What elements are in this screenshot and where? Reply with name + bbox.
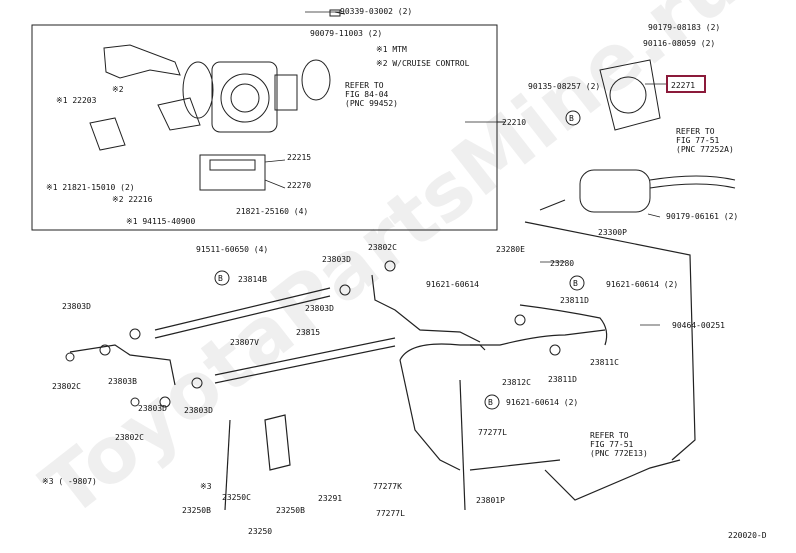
part-label[interactable]: 91511-60650 (4) [196,245,268,254]
highlight-box [666,75,706,93]
part-label[interactable]: 77277L [478,428,507,437]
part-label[interactable]: 91621-60614 [426,280,479,289]
b-mark-3: B [573,279,578,288]
part-label[interactable]: 91621-60614 (2) [606,280,678,289]
part-label[interactable]: 90116-08059 (2) [643,39,715,48]
fasteners [65,260,561,408]
part-label[interactable]: 23250B [276,506,305,515]
part-label[interactable]: 23802C [115,433,144,442]
part-label[interactable]: 90464-00251 [672,321,725,330]
part-label[interactable]: 23814B [238,275,267,284]
ref-2-line2: FIG 77-51 [676,136,720,145]
ref-3-line3: (PNC 772E13) [590,449,648,458]
part-labels: 90339-03002 (2) 90079-11003 (2) 22210 22215… [46,7,738,536]
part-label[interactable]: 23802C [368,243,397,252]
part-label[interactable]: 23803D [305,304,334,313]
legend-2: ※2 W/CRUISE CONTROL [376,59,470,68]
part-label[interactable]: 77277K [373,482,402,491]
ref-2-line3: (PNC 77252A) [676,145,734,154]
throttle-body-drawing [89,9,346,191]
ref-3-line2: FIG 77-51 [590,440,634,449]
part-label[interactable]: 23811D [548,375,577,384]
leader-lines [264,11,668,326]
part-label[interactable]: 23811D [560,296,589,305]
part-label[interactable]: ※3 [200,482,212,491]
part-label[interactable]: 23803D [138,404,167,413]
part-label[interactable]: 22271 [671,81,695,90]
ref-2-line1: REFER TO [676,127,715,136]
canister-drawing [539,59,736,213]
part-label[interactable]: ※1 22203 [56,96,97,105]
ref-1-line2: FIG 84-04 [345,90,389,99]
part-label[interactable]: ※1 94115-40900 [126,217,196,226]
part-label[interactable]: 23803B [108,377,137,386]
part-label[interactable]: 90339-03002 (2) [340,7,412,16]
part-label[interactable]: 23280 [550,259,574,268]
part-label[interactable]: 90179-08183 (2) [648,23,720,32]
part-label[interactable]: 23815 [296,328,320,337]
part-label[interactable]: 21821-25160 (4) [236,207,308,216]
part-label[interactable]: 90079-11003 (2) [310,29,382,38]
ref-code: 220020-D [728,531,767,540]
part-label[interactable]: 23811C [590,358,619,367]
part-label[interactable]: 90135-08257 (2) [528,82,600,91]
part-label[interactable]: 23250B [182,506,211,515]
part-label[interactable]: 23812C [502,378,531,387]
part-label[interactable]: 23291 [318,494,342,503]
part-label[interactable]: 77277L [376,509,405,518]
b-mark-1: B [569,114,574,123]
legend-3: ※3 ( -9807) [42,477,97,486]
part-label[interactable]: 23250 [248,527,272,536]
part-label[interactable]: 23801P [476,496,505,505]
ref-3-line1: REFER TO [590,431,629,440]
ref-1-line3: (PNC 99452) [345,99,398,108]
part-label[interactable]: 22210 [502,118,526,127]
part-label[interactable]: ※2 22216 [112,195,153,204]
part-label[interactable]: 23250C [222,493,251,502]
part-label[interactable]: 23803D [62,302,91,311]
legend-1: ※1 MTM [376,45,407,54]
part-label[interactable]: 91621-60614 (2) [506,398,578,407]
part-label[interactable]: 23802C [52,382,81,391]
fuel-rail-drawing [69,221,696,511]
part-label[interactable]: 22215 [287,153,311,162]
part-label[interactable]: 23300P [598,228,627,237]
part-label[interactable]: 23803D [322,255,351,264]
part-label[interactable]: 23807V [230,338,259,347]
assembly-box [31,24,498,231]
part-label[interactable]: ※1 21821-15010 (2) [46,183,135,192]
b-mark-2: B [218,274,223,283]
part-label[interactable]: 23280E [496,245,525,254]
b-mark-4: B [488,398,493,407]
b-callouts [214,110,585,410]
part-label[interactable]: 90179-06161 (2) [666,212,738,221]
part-label[interactable]: ※2 [112,85,124,94]
ref-1-line1: REFER TO [345,81,384,90]
part-label[interactable]: 23803D [184,406,213,415]
part-label[interactable]: 22270 [287,181,311,190]
